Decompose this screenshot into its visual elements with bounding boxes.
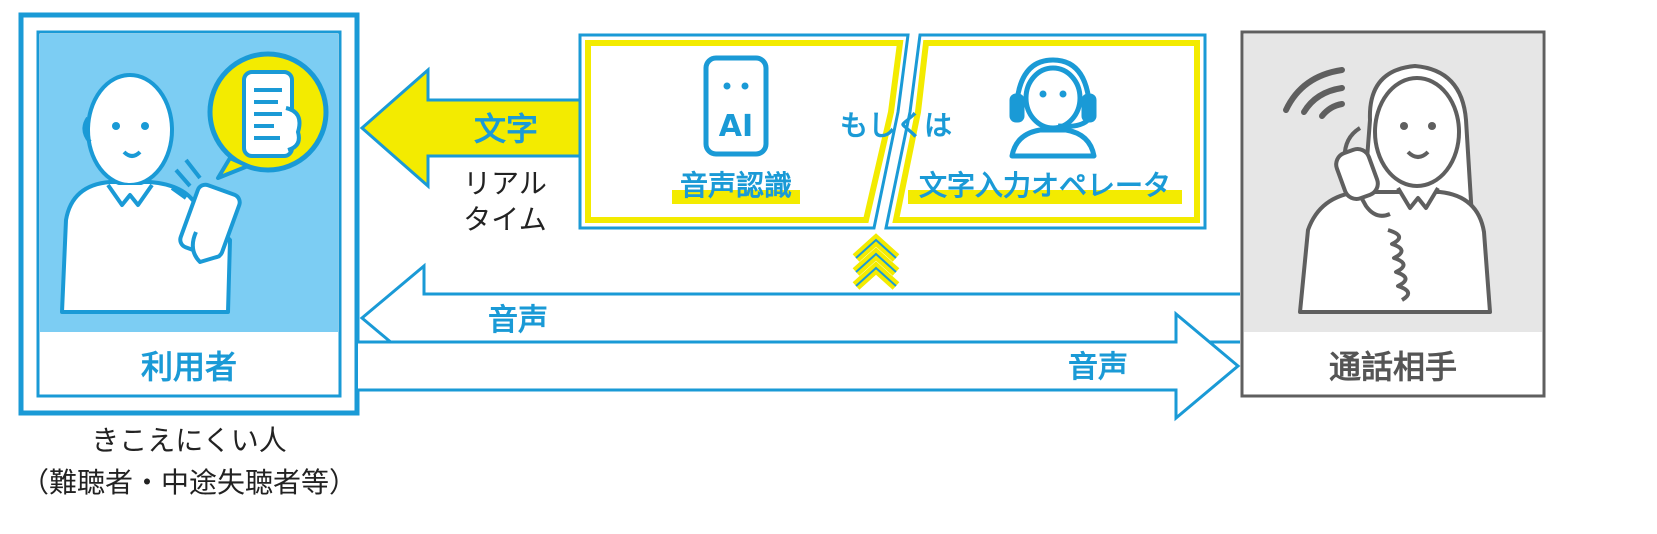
user-box: 利用者 [18, 12, 360, 416]
partner-person-on-phone-icon [1298, 64, 1492, 314]
realtime-label-line2: タイム [463, 203, 546, 236]
partner-box: 通話相手 [1240, 30, 1546, 398]
realtime-label-line1: リアル [463, 167, 547, 200]
text-display-bubble-icon [207, 51, 329, 180]
relay-center-box: AI 音声認識 もしくは 文字入力オペレータ [578, 33, 1207, 230]
text-arrow-to-user: 文字 [359, 66, 582, 190]
user-caption-line1: きこえにくい人 [91, 424, 286, 457]
user-person-icon [60, 73, 242, 314]
sound-waves-icon [1283, 67, 1345, 119]
operator-headset-icon [1009, 57, 1097, 159]
operator-label: 文字入力オペレータ [919, 169, 1171, 202]
ai-phone-icon: AI [703, 55, 769, 157]
text-arrow-label: 文字 [474, 110, 538, 148]
voice-to-user-label: 音声 [488, 303, 548, 338]
upward-chevrons-icon [852, 233, 900, 290]
voice-to-partner-label: 音声 [1068, 350, 1128, 385]
or-label: もしくは [840, 109, 952, 142]
user-caption-line2: （難聴者・中途失聴者等） [21, 466, 357, 499]
user-box-label: 利用者 [141, 348, 237, 386]
ai-icon-text: AI [719, 109, 753, 144]
speech-recognition-label: 音声認識 [680, 169, 792, 202]
partner-box-label: 通話相手 [1329, 348, 1457, 386]
voice-arrow-to-partner: 音声 [358, 310, 1241, 422]
